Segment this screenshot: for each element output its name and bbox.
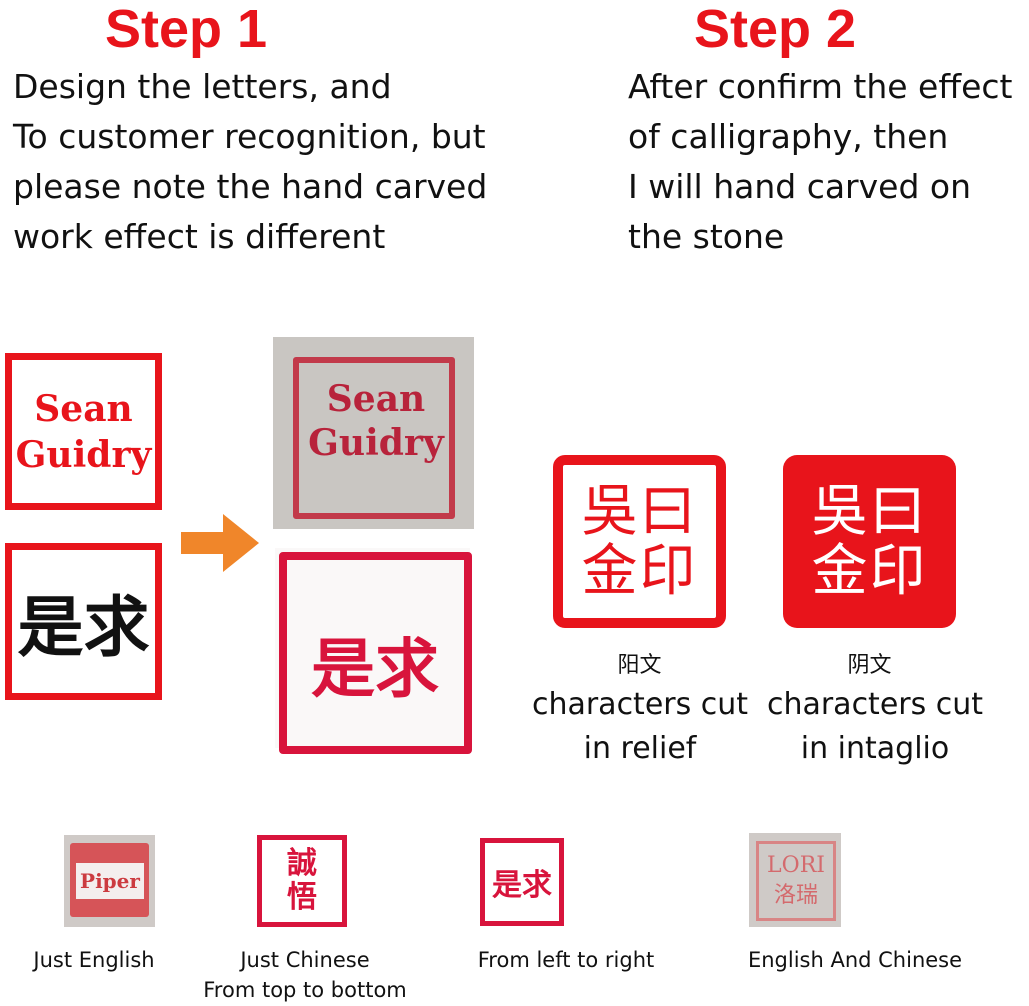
- step2-description: After confirm the effect of calligraphy,…: [628, 62, 1012, 262]
- intaglio-caption-line2: in intaglio: [800, 731, 950, 766]
- design-english-box: Sean Guidry: [5, 353, 162, 510]
- example-english-text: Piper: [80, 869, 140, 893]
- design-english-line2: Guidry: [15, 433, 152, 476]
- example-english-window: Piper: [76, 863, 144, 899]
- step1-line: please note the hand carved: [13, 167, 488, 206]
- intaglio-han-label: 阴文: [847, 653, 892, 678]
- example-ltr-stamp: 是求: [480, 838, 564, 926]
- example-english-label: Just English: [33, 948, 155, 972]
- step2-line: I will hand carved on: [628, 167, 972, 206]
- design-english-line1: Sean: [34, 387, 133, 430]
- relief-caption-line1: characters cut: [531, 687, 749, 722]
- example-chinese-text: 誠悟: [287, 846, 317, 915]
- relief-seal-chars: 吳曰金印: [581, 478, 698, 604]
- example-chinese-label-line2: From top to bottom: [203, 978, 407, 1002]
- example-mixed-stamp: LORI 洛瑞: [749, 833, 841, 927]
- design-chinese-box: 是求: [5, 543, 162, 700]
- carved-english-frame: [293, 357, 455, 519]
- step1-line: work effect is different: [13, 217, 386, 256]
- carved-chinese-photo: 是求: [275, 548, 472, 754]
- step1-title: Step 1: [105, 0, 268, 59]
- example-chinese-stamp: 誠悟: [257, 835, 347, 927]
- step1-line: Design the letters, and: [13, 67, 392, 106]
- carved-english-photo: Sean Guidry: [273, 337, 474, 529]
- relief-han-label: 阳文: [617, 653, 662, 678]
- intaglio-seal-chars: 吳曰金印: [811, 478, 928, 604]
- step2-line: the stone: [628, 217, 785, 256]
- example-mixed-label: English And Chinese: [747, 948, 963, 972]
- example-ltr-label: From left to right: [477, 948, 655, 972]
- example-chinese-label-line1: Just Chinese: [240, 948, 370, 972]
- step2-line: After confirm the effect: [628, 67, 1013, 106]
- intaglio-caption-line1: characters cut: [766, 687, 984, 722]
- example-ltr-text: 是求: [492, 868, 552, 903]
- relief-caption-line2: in relief: [583, 731, 697, 766]
- example-mixed-text: LORI 洛瑞: [767, 853, 825, 908]
- carved-chinese-frame: [279, 552, 472, 754]
- step2-line: of calligraphy, then: [628, 117, 949, 156]
- example-english-stamp: Piper: [64, 835, 155, 927]
- example-mixed-frame: LORI 洛瑞: [756, 841, 836, 921]
- carved-english-line2: Guidry: [308, 422, 444, 464]
- carved-english-line1: Sean: [326, 378, 426, 420]
- step2-title: Step 2: [694, 0, 857, 59]
- relief-seal: 吳曰金印: [553, 455, 726, 628]
- carved-chinese-text: 是求: [311, 633, 439, 707]
- intaglio-caption: characters cut in intaglio: [755, 683, 995, 771]
- step1-description: Design the letters, and To customer reco…: [13, 62, 487, 262]
- design-chinese-text: 是求: [17, 588, 150, 666]
- intaglio-seal: 吳曰金印: [783, 455, 956, 628]
- relief-caption: characters cut in relief: [520, 683, 760, 771]
- example-chinese-label: Just Chinese From top to bottom: [200, 948, 410, 1002]
- arrow-right-icon: [181, 514, 259, 572]
- step1-line: To customer recognition, but: [13, 117, 486, 156]
